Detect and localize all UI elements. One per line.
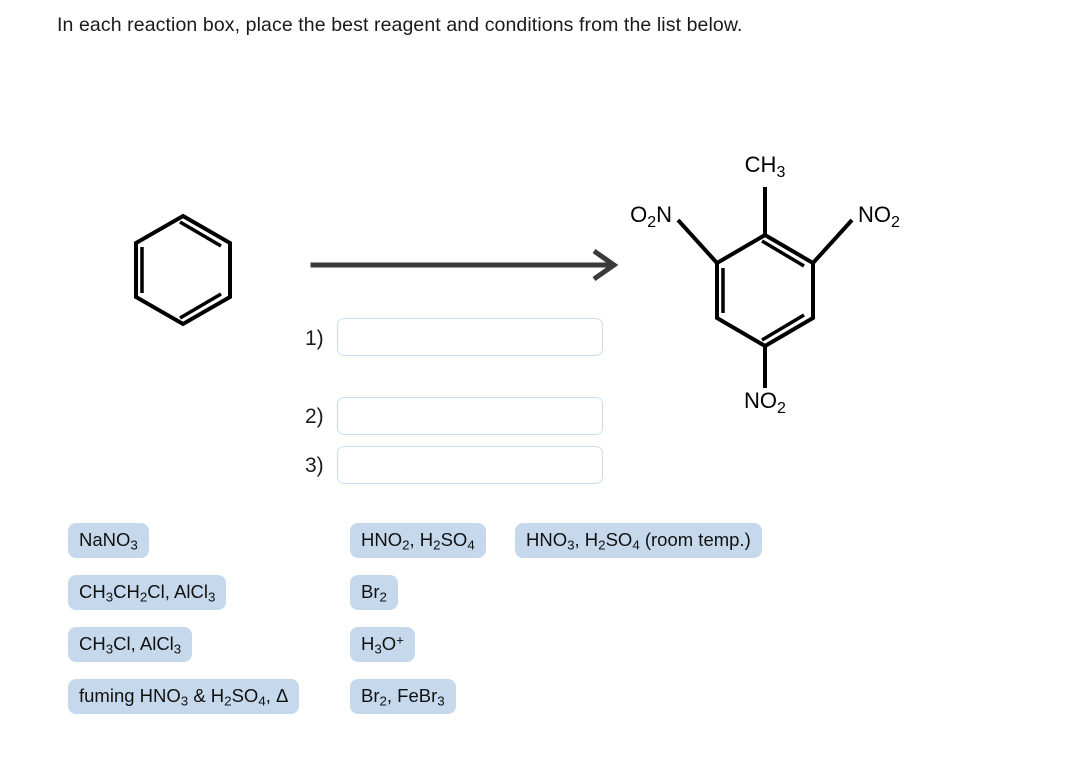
slot-number-3: 3) [305, 454, 324, 477]
slot-number-1: 1) [305, 327, 324, 350]
reagent-chip-ch3cl-alcl3[interactable]: CH3Cl, AlCl3 [68, 627, 193, 662]
page-title: In each reaction box, place the best rea… [57, 14, 743, 36]
reagent-chip-fuming-hno3-h2so4[interactable]: fuming HNO3 & H2SO4, Δ [68, 679, 300, 714]
product-label-no2-bottom: NO2 [744, 388, 786, 417]
reaction-box-3[interactable] [337, 446, 603, 484]
product-label-o2n-upper-left: O2N [630, 202, 672, 231]
reagent-chip-ch3ch2cl-alcl3[interactable]: CH3CH2Cl, AlCl3 [68, 575, 227, 610]
reagent-list: NaNO3 CH3CH2Cl, AlCl3 CH3Cl, AlCl3 fumin… [0, 518, 1080, 748]
product-label-ch3: CH3 [745, 152, 786, 181]
reaction-box-2[interactable] [337, 397, 603, 435]
product-tnt-structure: CH3 O2N NO2 NO2 [630, 152, 900, 417]
reagent-chip-hno3-h2so4-rt[interactable]: HNO3, H2SO4 (room temp.) [515, 523, 762, 558]
reaction-box-1[interactable] [337, 318, 603, 356]
reactant-benzene-structure [134, 213, 232, 327]
reaction-scheme: CH3 O2N NO2 NO2 1) 2) 3) [0, 110, 1080, 484]
reaction-arrow [310, 248, 619, 282]
reagent-chip-h3o-plus[interactable]: H3O+ [350, 627, 415, 662]
reagent-chip-nano3[interactable]: NaNO3 [68, 523, 149, 558]
slot-number-2: 2) [305, 405, 324, 428]
reagent-chip-br2[interactable]: Br2 [350, 575, 398, 610]
product-label-no2-upper-right: NO2 [858, 202, 900, 231]
reagent-chip-br2-febr3[interactable]: Br2, FeBr3 [350, 679, 456, 714]
reagent-chip-hno2-h2so4[interactable]: HNO2, H2SO4 [350, 523, 486, 558]
